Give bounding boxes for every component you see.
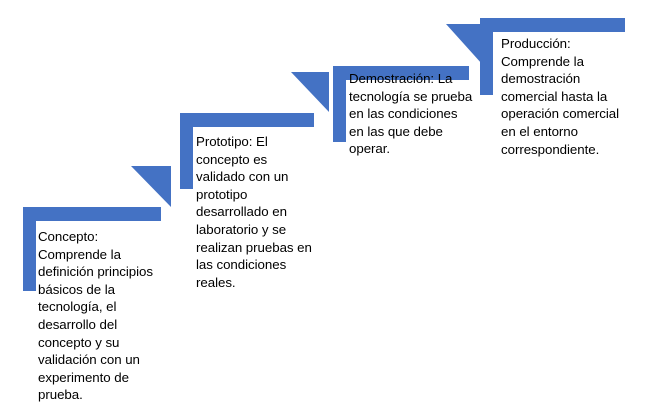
step-demostracion-label: Demostración: La tecnología se prueba en…	[349, 71, 473, 157]
diagonal-connector-1-2	[131, 166, 171, 207]
step-prototipo-label: Prototipo: El concepto es validado con u…	[196, 134, 312, 290]
step-demostracion-tread	[333, 66, 469, 80]
step-concepto-riser	[23, 207, 36, 291]
diagonal-connector-3-4	[446, 24, 482, 64]
diagonal-connector-2-3	[291, 72, 329, 112]
step-prototipo-riser	[180, 113, 193, 189]
step-concepto-tread	[23, 207, 161, 221]
step-demostracion-riser	[333, 66, 346, 142]
step-produccion-tread	[480, 18, 625, 32]
step-produccion-riser	[480, 18, 493, 95]
step-concepto-label: Concepto: Comprende la definición princi…	[38, 229, 153, 403]
step-produccion-label: Producción: Comprende la demostración co…	[501, 36, 620, 157]
step-prototipo-tread	[180, 113, 314, 127]
